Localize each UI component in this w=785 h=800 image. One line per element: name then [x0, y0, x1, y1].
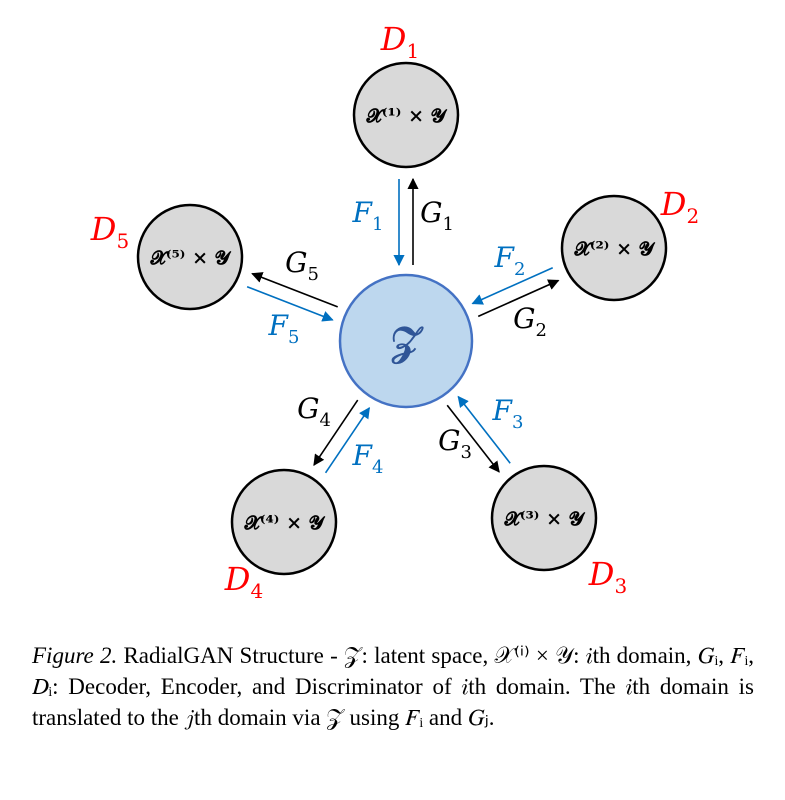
domain-label-5: 𝓧⁽⁵⁾ × 𝓨: [149, 247, 231, 269]
figure-caption: Figure 2. RadialGAN Structure - 𝒵: laten…: [32, 640, 754, 733]
encoder-arrow-f5: [246, 285, 334, 322]
domain-label-3: 𝓧⁽³⁾ × 𝓨: [503, 508, 585, 530]
decoder-label-g3: G3: [438, 424, 472, 463]
encoder-arrow-f4: [324, 407, 370, 474]
decoder-arrow-g2: [477, 279, 560, 318]
decoder-label-g4: G4: [297, 392, 331, 431]
encoder-label-f1: F1: [352, 196, 384, 235]
decoder-arrow-g3: [446, 404, 500, 473]
decoder-arrow-g4: [313, 399, 359, 466]
domain-node-2: [560, 194, 668, 302]
domain-label-4: 𝓧⁽⁴⁾ × 𝓨: [243, 512, 325, 534]
discriminator-label-3: D3: [588, 555, 627, 598]
latent-space-label: 𝒵: [391, 318, 424, 365]
decoder-label-g1: G1: [420, 196, 454, 235]
caption-text: RadialGAN Structure - 𝒵: latent space, 𝒳…: [32, 643, 755, 730]
arrows-layer: [246, 177, 560, 474]
decoder-arrow-g5: [251, 272, 338, 308]
discriminator-label-2: D2: [660, 185, 699, 228]
discriminator-label-1: D1: [380, 20, 419, 63]
radialgan-diagram: 𝒵 𝓧⁽¹⁾ × 𝓨 𝓧⁽²⁾ × 𝓨 𝓧⁽³⁾ × 𝓨 𝓧⁽⁴⁾ × 𝓨 𝓧⁽⁵⁾ × …: [90, 20, 699, 603]
encoder-label-f2: F2: [494, 241, 526, 280]
discriminator-label-5: D5: [90, 210, 129, 253]
encoder-label-f4: F4: [352, 439, 384, 478]
latent-space-node: [338, 273, 474, 409]
encoder-label-f3: F3: [492, 394, 524, 433]
encoder-label-f5: F5: [268, 309, 300, 348]
encoder-arrow-f3: [457, 395, 511, 464]
decoder-label-g5: G5: [285, 246, 319, 285]
caption-figure-number: Figure 2.: [32, 643, 118, 668]
discriminator-label-4: D4: [224, 560, 263, 603]
encoder-arrow-f2: [471, 267, 554, 305]
domain-node-5: [136, 203, 244, 311]
domain-label-2: 𝓧⁽²⁾ × 𝓨: [573, 238, 655, 260]
domain-node-3: [490, 464, 598, 572]
decoder-label-g2: G2: [513, 302, 547, 341]
domain-node-1: [352, 61, 460, 169]
domain-label-1: 𝓧⁽¹⁾ × 𝓨: [365, 105, 447, 127]
domain-node-4: [230, 468, 338, 576]
nodes-layer: 𝒵 𝓧⁽¹⁾ × 𝓨 𝓧⁽²⁾ × 𝓨 𝓧⁽³⁾ × 𝓨 𝓧⁽⁴⁾ × 𝓨 𝓧⁽⁵⁾ × …: [136, 61, 668, 576]
